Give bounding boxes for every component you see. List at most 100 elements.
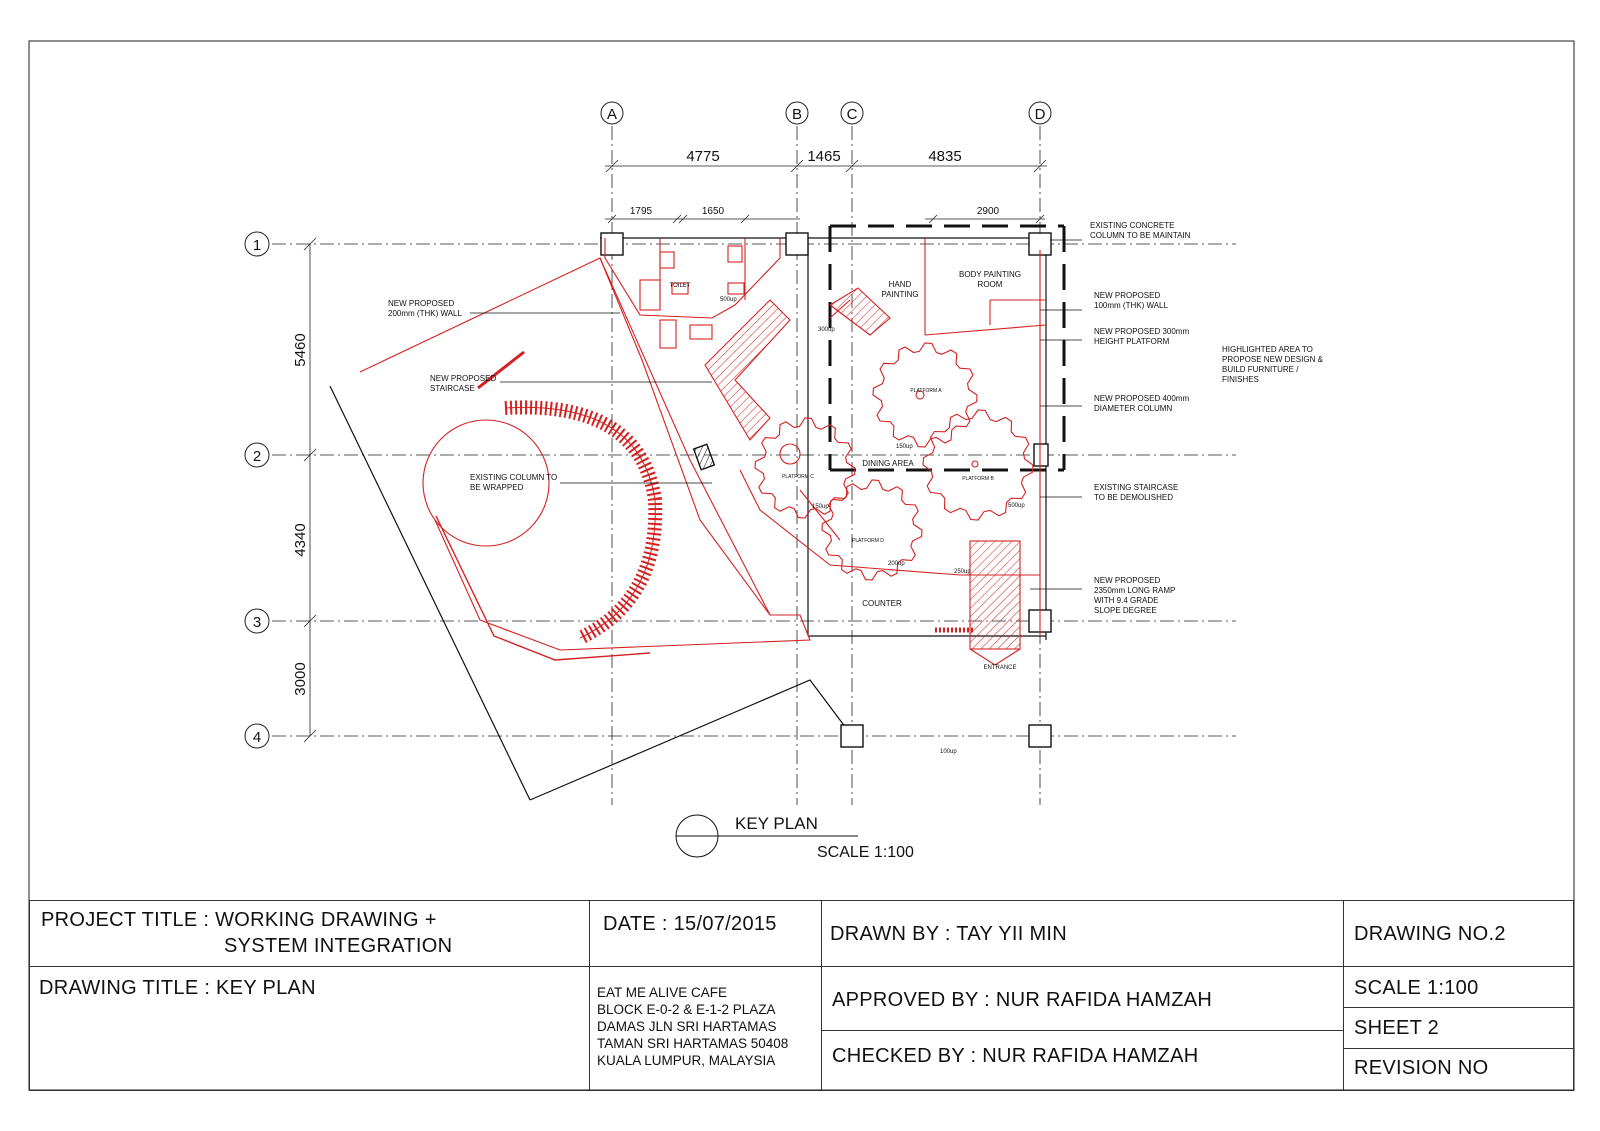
dim-sub-2: 1650 xyxy=(702,206,725,217)
drawn-by-cell: DRAWN BY : TAY YII MIN xyxy=(822,901,1344,967)
key-plan-title: KEY PLAN SCALE 1:100 xyxy=(675,814,914,861)
grid-label-3: 3 xyxy=(253,614,261,631)
address-line-3: DAMAS JLN SRI HARTAMAS xyxy=(597,1019,777,1034)
platform-b: PLATFORM B xyxy=(962,476,994,482)
grid-bubble-B xyxy=(785,101,809,125)
level-1: 500up xyxy=(720,297,737,303)
address-line-5: KUALA LUMPUR, MALAYSIA xyxy=(597,1053,776,1068)
address-line-2: BLOCK E-0-2 & E-1-2 PLAZA xyxy=(597,1002,776,1017)
grid-label-1: 1 xyxy=(253,237,261,254)
room-hand-painting-1: HAND xyxy=(889,280,912,289)
grid-bubble-4 xyxy=(244,723,270,749)
room-entrance: ENTRANCE xyxy=(983,665,1016,671)
note-staircase-2: STAIRCASE xyxy=(430,384,475,393)
grid-bubble-C xyxy=(840,101,864,125)
approved-by-cell: APPROVED BY : NUR RAFIDA HAMZAH xyxy=(822,967,1344,1031)
sheet-value: SHEET 2 xyxy=(1354,1017,1440,1039)
proposed-work xyxy=(359,238,1047,666)
room-dining-area: DINING AREA xyxy=(862,459,914,468)
note-ramp-1: NEW PROPOSED xyxy=(1094,576,1160,585)
existing-columns xyxy=(600,232,1052,748)
grid-bubble-1 xyxy=(244,231,270,257)
dim-left-34: 3000 xyxy=(292,662,309,695)
address-cell: EAT ME ALIVE CAFE BLOCK E-0-2 & E-1-2 PL… xyxy=(590,967,822,1091)
grid-bubble-D xyxy=(1028,101,1052,125)
level-8: 100up xyxy=(940,749,957,755)
drawing-title-cell: DRAWING TITLE : KEY PLAN xyxy=(29,967,590,1091)
note-ramp-4: SLOPE DEGREE xyxy=(1094,606,1157,615)
note-highlight-4: FINISHES xyxy=(1222,375,1259,384)
dim-sub-1: 1795 xyxy=(630,206,653,217)
room-body-painting-1: BODY PAINTING xyxy=(959,270,1021,279)
dimension-lines xyxy=(303,159,1047,743)
title-block: PROJECT TITLE : WORKING DRAWING + SYSTEM… xyxy=(29,900,1574,1091)
gear-platform-a xyxy=(872,342,978,448)
grid-label-A: A xyxy=(607,106,617,123)
drawing-title: DRAWING TITLE : KEY PLAN xyxy=(39,977,316,999)
note-wall-200-1: NEW PROPOSED xyxy=(388,299,454,308)
note-highlight-2: PROPOSE NEW DESIGN & xyxy=(1222,355,1324,364)
note-existing-column-2: COLUMN TO BE MAINTAIN xyxy=(1090,231,1191,240)
date-value: DATE : 15/07/2015 xyxy=(603,913,777,935)
grid-bubble-3 xyxy=(244,608,270,634)
sheet-cell: SHEET 2 xyxy=(1344,1008,1574,1049)
room-toilet: TOILET xyxy=(670,283,691,289)
project-title-line2: SYSTEM INTEGRATION xyxy=(224,935,453,957)
note-wall-200-2: 200mm (THK) WALL xyxy=(388,309,462,318)
room-hand-painting-2: PAINTING xyxy=(881,290,918,299)
drawing-no-cell: DRAWING NO.2 xyxy=(1344,901,1574,967)
date-cell: DATE : 15/07/2015 xyxy=(590,901,822,967)
dim-top-CD: 4835 xyxy=(928,148,961,165)
grid-label-4: 4 xyxy=(253,729,261,746)
dim-sub-3: 2900 xyxy=(977,206,1000,217)
level-5: 150up xyxy=(812,504,829,510)
grid-bubble-A xyxy=(600,101,624,125)
key-plan-scale: SCALE 1:100 xyxy=(817,844,914,861)
note-stair-demolish-2: TO BE DEMOLISHED xyxy=(1094,493,1173,502)
grid-label-2: 2 xyxy=(253,448,261,465)
gear-platforms xyxy=(754,342,1034,581)
note-platform-1: NEW PROPOSED 300mm xyxy=(1094,327,1189,336)
grid-lines xyxy=(272,126,1236,805)
grid-label-D: D xyxy=(1035,106,1046,123)
level-7: 250up xyxy=(954,569,971,575)
grid-bubble-2 xyxy=(244,442,270,468)
note-column-1: NEW PROPOSED 400mm xyxy=(1094,394,1189,403)
existing-outline xyxy=(329,237,1047,801)
address-line-4: TAMAN SRI HARTAMAS 50408 xyxy=(597,1036,789,1051)
dim-top-AB: 4775 xyxy=(686,148,719,165)
drawn-by: DRAWN BY : TAY YII MIN xyxy=(830,923,1068,945)
platform-c: PLATFORM C xyxy=(782,474,814,480)
note-wall-100-1: NEW PROPOSED xyxy=(1094,291,1160,300)
level-2: 300up xyxy=(818,327,835,333)
dim-left-12: 5460 xyxy=(292,333,309,366)
revision-cell: REVISION NO xyxy=(1344,1049,1574,1091)
grid-label-B: B xyxy=(792,106,802,123)
note-platform-2: HEIGHT PLATFORM xyxy=(1094,337,1170,346)
level-3: 150up xyxy=(896,444,913,450)
level-6: 200up xyxy=(888,561,905,567)
room-counter: COUNTER xyxy=(862,599,902,608)
note-stair-demolish-1: EXISTING STAIRCASE xyxy=(1094,483,1178,492)
note-ramp-3: WITH 9.4 GRADE xyxy=(1094,596,1158,605)
highlight-boundary xyxy=(828,224,1066,472)
platform-d: PLATFORM D xyxy=(852,538,884,544)
note-staircase-1: NEW PROPOSED xyxy=(430,374,496,383)
grid-label-C: C xyxy=(847,106,858,123)
key-plan-label: KEY PLAN xyxy=(735,814,818,833)
dim-left-23: 4340 xyxy=(292,523,309,556)
platform-a: PLATFORM A xyxy=(910,388,942,394)
revision-value: REVISION NO xyxy=(1354,1057,1489,1079)
drawing-no: DRAWING NO.2 xyxy=(1354,923,1506,945)
leader-lines xyxy=(470,239,1082,590)
level-4: 500up xyxy=(1008,503,1025,509)
scale-cell: SCALE 1:100 xyxy=(1344,967,1574,1008)
room-body-painting-2: ROOM xyxy=(978,280,1003,289)
checked-by-cell: CHECKED BY : NUR RAFIDA HAMZAH xyxy=(822,1031,1344,1091)
gear-platform-c xyxy=(754,417,856,519)
project-title-cell: PROJECT TITLE : WORKING DRAWING + SYSTEM… xyxy=(29,901,590,967)
approved-by: APPROVED BY : NUR RAFIDA HAMZAH xyxy=(832,989,1213,1011)
note-existing-column-1: EXISTING CONCRETE xyxy=(1090,221,1174,230)
address-line-1: EAT ME ALIVE CAFE xyxy=(597,985,728,1000)
